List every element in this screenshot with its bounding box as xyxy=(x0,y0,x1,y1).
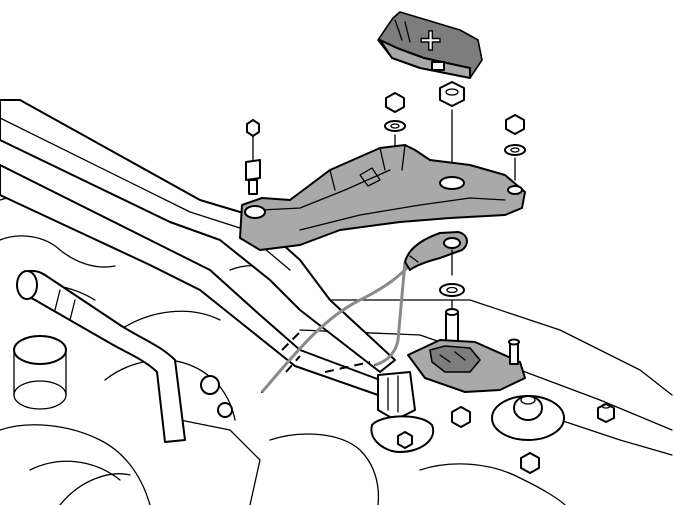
washer-left xyxy=(384,120,406,132)
lower-connector xyxy=(370,371,435,453)
battery-cable xyxy=(260,261,412,393)
nut-right xyxy=(505,114,525,135)
junction-block xyxy=(407,338,526,393)
positive-symbol: + xyxy=(418,23,443,58)
washer-center-lower xyxy=(439,283,465,297)
nut-center xyxy=(439,81,465,107)
cable-terminal xyxy=(404,231,468,271)
strut-nut-front xyxy=(520,452,540,474)
terminal-post xyxy=(445,308,459,343)
intake-hose xyxy=(16,269,186,443)
bolt-left xyxy=(245,119,261,195)
strut-nut-right xyxy=(597,403,615,423)
battery-terminal-bracket xyxy=(239,144,526,251)
nut-left xyxy=(385,92,405,113)
washer-right xyxy=(504,144,526,156)
strut-mount xyxy=(491,395,565,441)
positive-terminal-cover: + xyxy=(377,11,483,79)
strut-nut-left xyxy=(451,406,471,428)
crossmember-rail xyxy=(0,99,396,396)
